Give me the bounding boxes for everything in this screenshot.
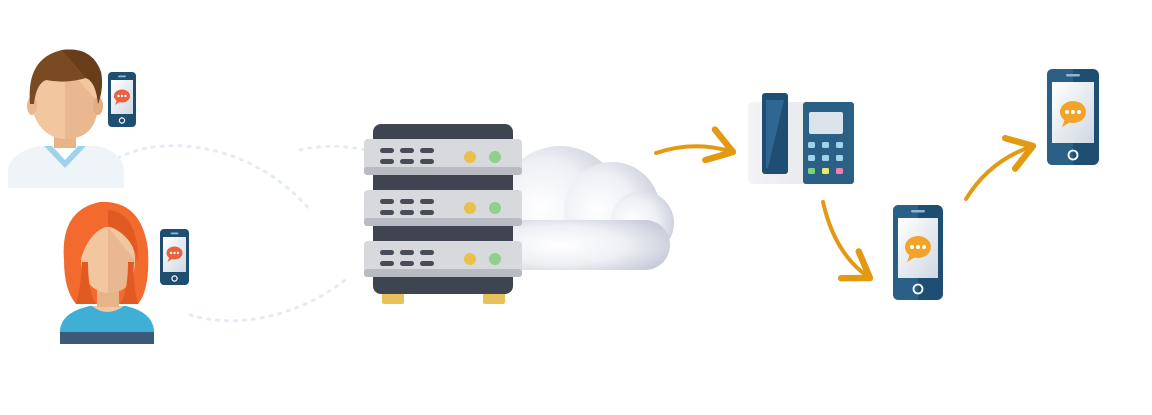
edge-man-to-server [116,144,312,212]
server-unit [364,190,522,226]
edge-top-to-server [298,144,367,152]
mobile-phone-2 [1047,69,1099,165]
dotted-links [116,144,367,323]
mobile-phone-1 [893,205,943,300]
chat-bubble-icon [166,246,183,262]
woman-avatar-icon [60,201,154,344]
phone-man [108,72,136,127]
man-avatar-icon [8,49,124,188]
arrow-mobile-to-mobile [964,135,1037,201]
edge-woman-to-server [188,278,347,323]
server-unit [364,139,522,175]
chat-bubble-icon [905,236,931,262]
server-rack-icon [364,124,522,304]
arrow-deskphone-to-mobile [821,200,874,282]
phone-woman [160,229,189,285]
arrow-cloud-to-deskphone [654,126,737,164]
flow-arrows [654,126,1037,282]
server-unit [364,241,522,277]
desk-phone-icon [748,93,854,184]
chat-bubble-icon [1060,101,1086,127]
chat-bubble-icon [114,89,130,105]
cloud-icon [498,146,674,270]
